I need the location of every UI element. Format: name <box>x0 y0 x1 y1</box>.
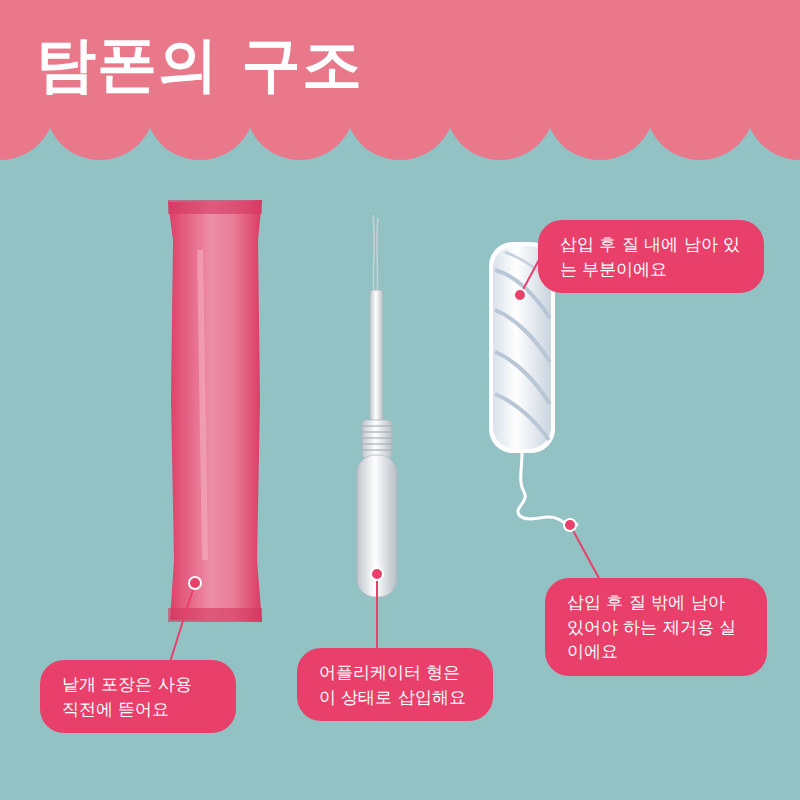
header-band <box>0 0 800 160</box>
callout-text: 삽입 후 질 내에 남아 있는 부분이에요 <box>560 232 742 281</box>
applicator-drawing <box>357 215 397 597</box>
wrapper-drawing <box>168 200 262 622</box>
leader-lines <box>170 258 600 662</box>
callout-box: 낱개 포장은 사용 직전에 뜯어요 <box>40 660 236 733</box>
callout-box: 어플리케이터 형은 이 상태로 삽입해요 <box>297 648 493 721</box>
callout-text: 삽입 후 질 밖에 남아 있어야 하는 제거용 실이에요 <box>567 590 745 664</box>
callout-text: 어플리케이터 형은 이 상태로 삽입해요 <box>319 660 471 709</box>
callout-box: 삽입 후 질 내에 남아 있는 부분이에요 <box>538 220 764 293</box>
callout-text: 낱개 포장은 사용 직전에 뜯어요 <box>62 672 214 721</box>
callout-box: 삽입 후 질 밖에 남아 있어야 하는 제거용 실이에요 <box>545 578 767 676</box>
title: 탐폰의 구조 <box>36 28 363 100</box>
